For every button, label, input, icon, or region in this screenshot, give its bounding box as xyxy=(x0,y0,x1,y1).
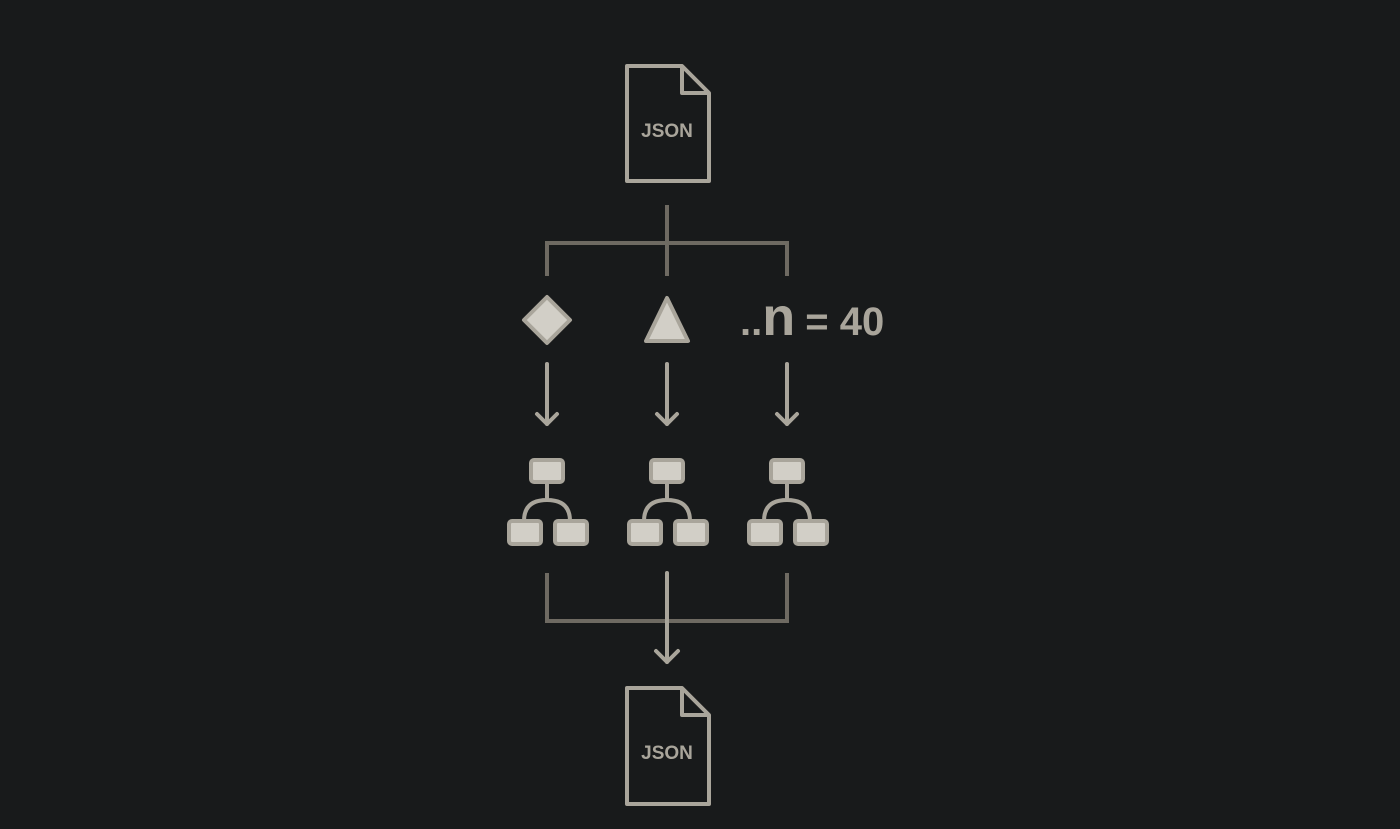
json-file-icon xyxy=(625,686,711,806)
arrow-down-icon xyxy=(535,362,559,426)
hierarchy-tree-icon xyxy=(747,458,829,546)
json-file-icon xyxy=(625,64,711,183)
hierarchy-tree-icon xyxy=(627,458,709,546)
output-json-label: JSON xyxy=(641,743,693,764)
arrow-down-icon xyxy=(654,571,680,664)
count-value: = 40 xyxy=(805,300,884,344)
input-json-document: JSON xyxy=(625,64,711,183)
triangle-icon xyxy=(644,296,690,343)
branch-arrows xyxy=(535,362,799,426)
arrow-down-icon xyxy=(655,362,679,426)
output-json-document: JSON xyxy=(625,686,711,806)
count-prefix: .. xyxy=(740,300,762,344)
hierarchy-tree-icon xyxy=(507,458,589,546)
branch-diamond xyxy=(522,295,572,345)
count-variable: n xyxy=(762,287,795,347)
diamond-icon xyxy=(522,295,572,345)
branch-triangle xyxy=(644,296,690,343)
fan-out-connector xyxy=(545,205,789,276)
arrow-down-icon xyxy=(775,362,799,426)
tree-icons xyxy=(507,458,829,546)
count-label: ..n= 40 xyxy=(740,287,884,347)
branch-count: ..n= 40 xyxy=(740,287,884,347)
input-json-label: JSON xyxy=(641,121,693,142)
